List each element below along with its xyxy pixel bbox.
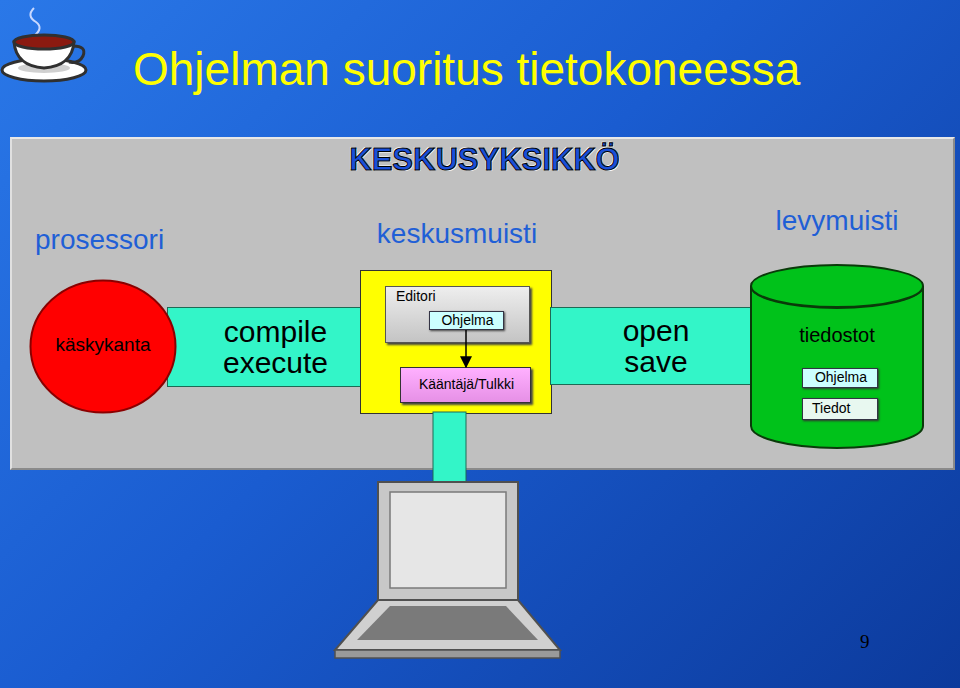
coffee-cup-icon	[0, 0, 100, 90]
page-number: 9	[860, 632, 870, 653]
node-label: open save	[596, 315, 716, 378]
node-label: Editori	[396, 289, 436, 304]
node-label: compile execute	[206, 316, 346, 379]
central-unit-panel: KESKUSYKSIKKÖprosessorikäskykantacompile…	[10, 137, 955, 470]
node-label: käskykanta	[55, 335, 150, 356]
region-heading: levymuisti	[776, 206, 899, 237]
program-box: Ohjelma	[429, 311, 504, 330]
disk-cylinder: levymuistitiedostotOhjelmaTiedot	[750, 264, 924, 449]
compiler-box: Kääntäjä/Tulkki	[400, 367, 531, 403]
processor-circle: prosessorikäskykanta	[29, 279, 177, 414]
data-file: Tiedot	[802, 398, 878, 420]
bus-band: compile execute	[167, 307, 362, 387]
node-label: KESKUSYKSIKKÖ	[349, 143, 619, 177]
node-label: Kääntäjä/Tulkki	[419, 377, 514, 392]
node-label: Tiedot	[812, 401, 850, 416]
node-label: Ohjelma	[441, 313, 493, 328]
node-label: Ohjelma	[815, 370, 867, 385]
node-label: tiedostot	[799, 324, 875, 346]
program-file: Ohjelma	[802, 368, 878, 388]
region-heading: prosessori	[35, 225, 164, 256]
slide-title: Ohjelman suoritus tietokoneessa	[133, 44, 800, 95]
bus-band: open save	[550, 307, 760, 385]
main-memory-box: keskusmuistiEditoriOhjelmaKääntäjä/Tulkk…	[360, 270, 552, 414]
editor-box: EditoriOhjelma	[385, 286, 530, 343]
cylinder-outline	[750, 264, 924, 449]
arrow-connector	[465, 330, 467, 367]
region-heading: keskusmuisti	[377, 219, 537, 250]
